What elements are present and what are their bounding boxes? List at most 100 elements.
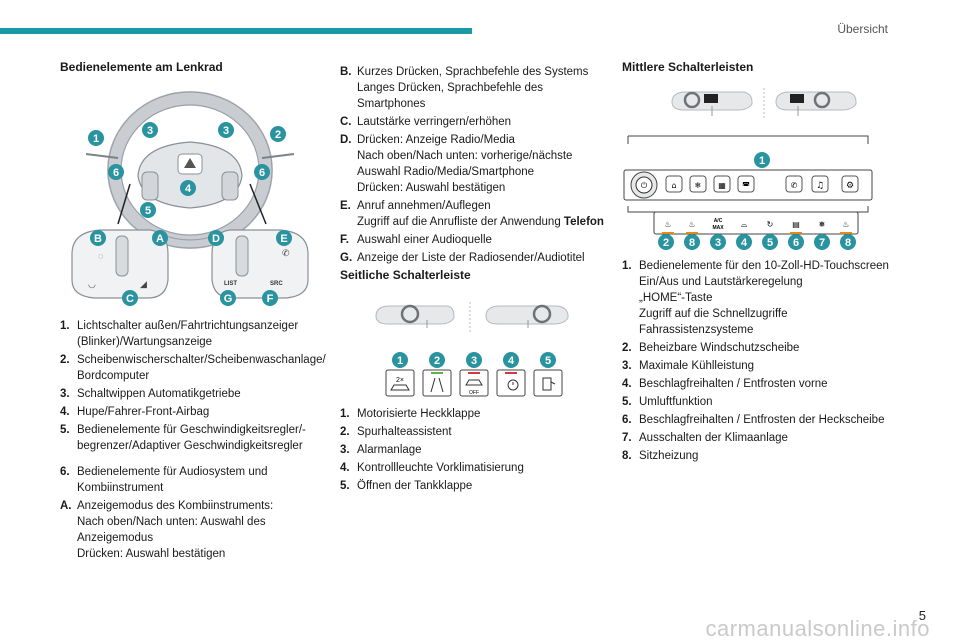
fuel-flap-button	[533, 369, 563, 397]
svg-text:3: 3	[147, 125, 153, 137]
bottom-switch-strip	[653, 211, 859, 235]
badge-5: 5	[140, 202, 156, 218]
list-item: B.Kurzes Drücken, Sprachbefehle des Syst…	[340, 66, 589, 110]
svg-text:❄: ❄	[695, 181, 702, 190]
svg-text:♨: ♨	[688, 220, 695, 229]
svg-text:A: A	[156, 233, 164, 245]
list-item: 6.Beschlagfreihalten / Entfrosten der He…	[622, 414, 885, 426]
svg-text:A/C: A/C	[714, 218, 723, 224]
col2-title: Seitliche Schalterleiste	[340, 268, 471, 282]
svg-text:⚙: ⚙	[846, 181, 854, 191]
badge-B: B	[90, 230, 106, 246]
svg-text:2×: 2×	[396, 377, 404, 384]
badge-4: 4	[736, 234, 752, 250]
list-item: G.Anzeige der Liste der Radiosender/Audi…	[340, 252, 585, 264]
list-item: 4.Kontrollleuchte Vorklimatisierung	[340, 462, 524, 474]
list-label: LIST	[224, 281, 237, 287]
badge-4: 4	[503, 352, 519, 368]
svg-text:◚: ◚	[742, 181, 750, 190]
ac-off-button: ❅	[819, 220, 826, 229]
badge-6-right: 6	[254, 164, 270, 180]
alarm-button: OFF	[459, 369, 489, 397]
col2-list2: 1.Motorisierte Heckklappe 2.Spurhalteass…	[340, 406, 610, 496]
list-item: 2.Beheizbare Windschutzscheibe	[622, 342, 800, 354]
list-item: 2.Scheibenwischerschalter/Scheibenwascha…	[60, 354, 326, 382]
preconditioning-button	[496, 369, 526, 397]
list-item: 1.Bedienelemente für den 10-Zoll-HD-Touc…	[622, 260, 889, 336]
svg-text:3: 3	[223, 125, 229, 137]
list-item: 8.Sitzheizung	[622, 450, 699, 462]
header-accent-bar	[0, 28, 472, 34]
svg-text:✆: ✆	[791, 181, 798, 190]
heated-windscreen-button: ♨	[664, 220, 671, 229]
svg-text:3: 3	[471, 355, 477, 367]
badge-A: A	[152, 230, 168, 246]
svg-text:1: 1	[397, 355, 403, 367]
svg-text:▤: ▤	[792, 220, 800, 229]
svg-text:1: 1	[93, 133, 99, 145]
col3-list: 1.Bedienelemente für den 10-Zoll-HD-Touc…	[622, 258, 912, 466]
list-item: 4.Beschlagfreihalten / Entfrosten vorne	[622, 378, 828, 390]
svg-text:2: 2	[663, 237, 669, 249]
badge-G: G	[220, 290, 236, 306]
list-item: 3.Maximale Kühlleistung	[622, 360, 755, 372]
svg-text:6: 6	[793, 237, 799, 249]
list-item: E.Anruf annehmen/Auflegen Zugriff auf di…	[340, 200, 604, 228]
badge-2: 2	[270, 126, 286, 142]
side-switch-diagram: 1 2 3 4 5 2× OFF	[375, 302, 569, 397]
driving-aids-button: ◚	[737, 175, 755, 193]
car-right-thumbnail	[775, 91, 857, 116]
svg-text:⌂: ⌂	[671, 181, 676, 190]
wheel-hub	[137, 141, 243, 209]
col1-title: Bedienelemente am Lenkrad	[60, 60, 223, 74]
badge-3: 3	[710, 234, 726, 250]
svg-text:D: D	[212, 233, 220, 245]
svg-text:⌓: ⌓	[741, 220, 748, 229]
col3-title: Mittlere Schalterleisten	[622, 60, 754, 74]
list-item: 3.Schaltwippen Automatikgetriebe	[60, 388, 241, 400]
svg-text:8: 8	[845, 237, 851, 249]
badge-8-right: 8	[840, 234, 856, 250]
svg-text:1: 1	[759, 155, 765, 167]
list-item: A.Anzeigemodus des Kombiinstruments: Nac…	[60, 500, 274, 560]
page-number: 5	[918, 608, 926, 623]
list-item: 1.Lichtschalter außen/Fahrtrichtungsanze…	[60, 320, 299, 348]
list-item: 5.Umluftfunktion	[622, 396, 713, 408]
list-item: D.Drücken: Anzeige Radio/Media Nach oben…	[340, 134, 573, 194]
car-left-thumbnail	[671, 91, 753, 116]
list-item: 3.Alarmanlage	[340, 444, 422, 456]
list-item: 5.Bedienelemente für Geschwindigkeitsreg…	[60, 424, 306, 452]
steering-wheel-diagram: ◌ ◡ ◢ LIST SRC ✆ 1 3 3 2 6 6 4 5 B A D E…	[71, 91, 309, 306]
phone-button: ✆	[785, 175, 803, 193]
list-item: F.Auswahl einer Audioquelle	[340, 234, 492, 246]
svg-text:7: 7	[819, 237, 825, 249]
svg-text:✆: ✆	[282, 248, 290, 258]
seat-heat-left-button: ♨	[688, 220, 695, 229]
svg-text:5: 5	[145, 205, 151, 217]
lane-assist-button	[422, 369, 452, 397]
seat-heat-right-button: ♨	[842, 220, 849, 229]
svg-text:2: 2	[434, 355, 440, 367]
badge-5: 5	[540, 352, 556, 368]
badge-3: 3	[466, 352, 482, 368]
media-button: ♫	[811, 175, 829, 193]
badge-3-right: 3	[218, 122, 234, 138]
right-control-pad	[211, 229, 309, 299]
badge-6-left: 6	[108, 164, 124, 180]
svg-text:5: 5	[545, 355, 551, 367]
svg-text:❅: ❅	[819, 220, 826, 229]
svg-text:♨: ♨	[664, 220, 671, 229]
svg-text:G: G	[224, 293, 233, 305]
svg-text:⏻: ⏻	[641, 181, 648, 190]
badge-6: 6	[788, 234, 804, 250]
svg-text:MAX: MAX	[712, 225, 724, 231]
list-item: 7.Ausschalten der Klimaanlage	[622, 432, 788, 444]
badge-1: 1	[754, 152, 770, 168]
climate-shortcut-button: ❄	[689, 175, 707, 193]
badge-1: 1	[88, 130, 104, 146]
watermark: carmanualsonline.info	[705, 616, 930, 641]
svg-text:4: 4	[741, 237, 748, 249]
svg-text:6: 6	[259, 167, 265, 179]
